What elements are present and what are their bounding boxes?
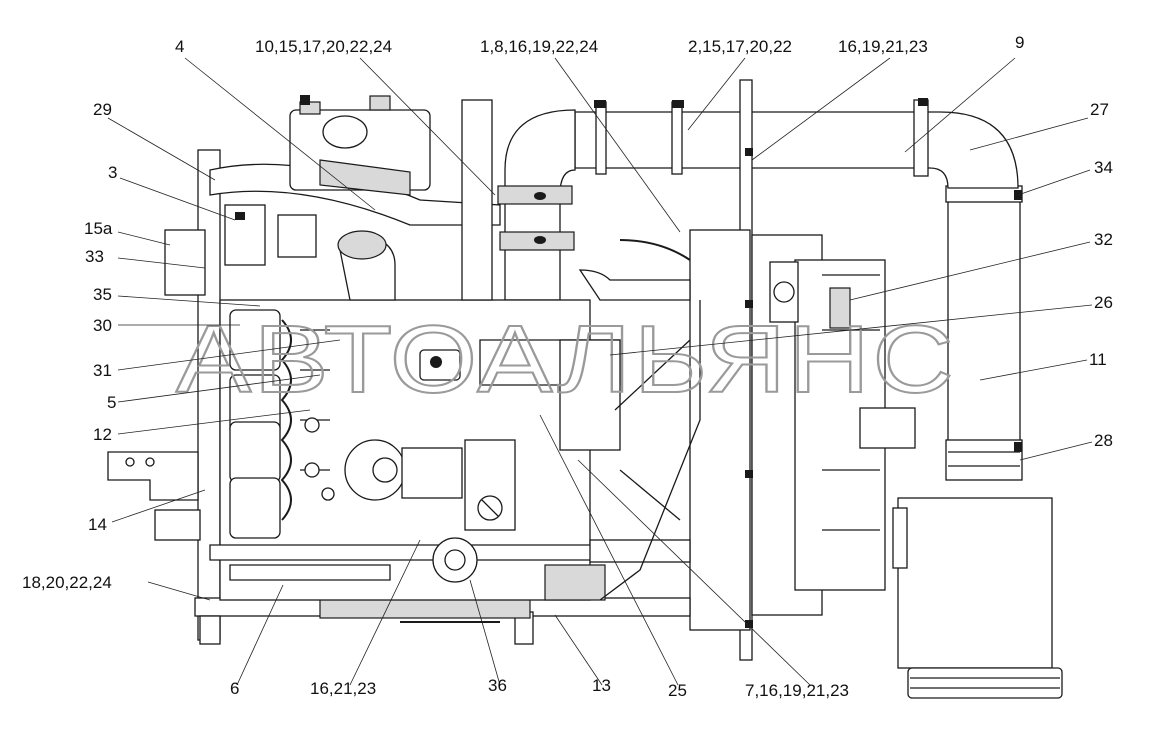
callout-15a: 15a (84, 219, 113, 238)
top-air-duct (574, 98, 1019, 189)
callout-28: 28 (1094, 431, 1113, 450)
watermark-text: АВТОАЛЬЯНС (176, 306, 956, 413)
fan-belts (599, 239, 701, 601)
callout-29: 29 (93, 100, 112, 119)
callout-18-20-22-24: 18,20,22,24 (22, 573, 112, 592)
callout-14: 14 (88, 515, 107, 534)
radiator-frame (689, 79, 916, 661)
air-cleaner (892, 497, 1063, 699)
callout-2-15-17-20-22: 2,15,17,20,22 (688, 37, 792, 56)
leader-lines (107, 57, 1093, 686)
callout-30: 30 (93, 316, 112, 335)
callout-16-21-23: 16,21,23 (310, 679, 376, 698)
callout-33: 33 (85, 247, 104, 266)
turbo-elbow (497, 109, 576, 301)
callout-13: 13 (592, 676, 611, 695)
callout-31: 31 (93, 361, 112, 380)
callout-35: 35 (93, 285, 112, 304)
callout-4: 4 (175, 37, 184, 56)
callout-27: 27 (1090, 100, 1109, 119)
callout-7-16-19-21-23: 7,16,19,21,23 (745, 681, 849, 700)
callout-9: 9 (1015, 33, 1024, 52)
coolant-pipes (209, 269, 691, 623)
callout-11: 11 (1089, 350, 1107, 369)
callout-32: 32 (1094, 230, 1113, 249)
callout-3: 3 (108, 163, 117, 182)
callout-1-8-16-19-22-24: 1,8,16,19,22,24 (480, 37, 598, 56)
callout-34: 34 (1094, 158, 1113, 177)
engine-drawing (107, 79, 1063, 699)
callout-labels: 4 10,15,17,20,22,24 1,8,16,19,22,24 2,15… (22, 33, 1113, 700)
intake-pipe (945, 185, 1023, 481)
callout-26: 26 (1094, 293, 1113, 312)
callout-5: 5 (107, 393, 116, 412)
callout-36: 36 (488, 676, 507, 695)
callout-10-15-17-20-22-24: 10,15,17,20,22,24 (255, 37, 392, 56)
callout-25: 25 (668, 681, 687, 700)
callout-12: 12 (93, 425, 112, 444)
callout-6: 6 (230, 679, 239, 698)
callout-16-19-21-23: 16,19,21,23 (838, 37, 928, 56)
